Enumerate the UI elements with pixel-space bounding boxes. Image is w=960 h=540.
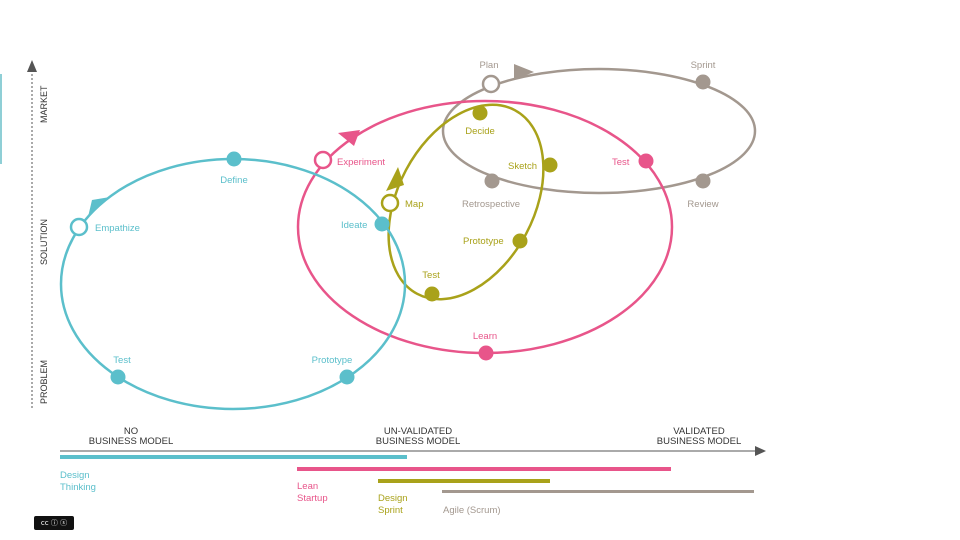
dt-arrow-icon [88, 197, 110, 217]
lean-node-learn [478, 345, 494, 361]
sprint-stage-test: Test [422, 270, 440, 281]
dt-stage-test: Test [113, 355, 131, 366]
sprint-arrow-icon [386, 167, 404, 191]
legend-lean-startup-line2: Startup [297, 493, 328, 504]
x-label-unvalidated-line1: UN-VALIDATED [384, 426, 452, 437]
agile-stage-sprint: Sprint [691, 60, 716, 71]
x-axis: NO BUSINESS MODEL UN-VALIDATED BUSINESS … [60, 426, 766, 456]
y-axis-arrow-icon [27, 60, 37, 72]
lean-stage-learn: Learn [473, 331, 497, 342]
sprint-stage-sketch: Sketch [508, 161, 537, 172]
legend-design-sprint-line2: Sprint [378, 505, 403, 516]
y-label-market: MARKET [39, 85, 49, 123]
x-label-unvalidated-line2: BUSINESS MODEL [376, 436, 460, 447]
agile-stage-review: Review [687, 199, 718, 210]
lean-stage-experiment: Experiment [337, 157, 385, 168]
dt-stage-empathize: Empathize [95, 223, 140, 234]
agile-node-review [695, 173, 711, 189]
dt-stage-prototype: Prototype [312, 355, 353, 366]
dt-node-define [226, 151, 242, 167]
agile-node-retrospective [484, 173, 500, 189]
legend-lean-startup-line1: Lean [297, 481, 318, 492]
agile-start-node [481, 74, 501, 94]
design-thinking-cycle: Empathize Define Ideate Prototype Test [59, 151, 407, 411]
y-label-solution: SOLUTION [39, 219, 49, 265]
dt-stage-ideate: Ideate [341, 220, 367, 231]
x-label-no-line2: BUSINESS MODEL [89, 436, 173, 447]
sprint-start-node [380, 193, 400, 213]
agile-arrow-icon [514, 64, 534, 80]
dt-coverage-bar [60, 455, 407, 459]
lean-stage-test: Test [612, 157, 630, 168]
dt-node-test [110, 369, 126, 385]
dt-node-ideate [374, 216, 390, 232]
sprint-node-prototype [512, 233, 528, 249]
left-edge-tab [0, 74, 2, 164]
x-axis-arrow-icon [755, 446, 766, 456]
x-label-validated-line2: BUSINESS MODEL [657, 436, 741, 447]
x-label-validated-line1: VALIDATED [673, 426, 725, 437]
legend-design-thinking-line1: Design [60, 470, 90, 481]
sprint-stage-decide: Decide [465, 126, 495, 137]
license-fine-print [80, 518, 200, 528]
dt-stage-define: Define [220, 175, 247, 186]
lean-start-node [313, 150, 333, 170]
coverage-legend: Design Thinking Lean Startup Design Spri… [60, 455, 754, 516]
legend-agile: Agile (Scrum) [443, 505, 501, 516]
sprint-node-test [424, 286, 440, 302]
sprint-node-sketch [542, 157, 558, 173]
sprint-coverage-bar [378, 479, 550, 483]
legend-design-sprint-line1: Design [378, 493, 408, 504]
agile-coverage-bar [442, 490, 754, 493]
design-sprint-cycle: Map Decide Sketch Prototype Test [380, 103, 558, 302]
x-label-no-line1: NO [124, 426, 138, 437]
lean-node-test [638, 153, 654, 169]
agile-node-sprint [695, 74, 711, 90]
dt-node-prototype [339, 369, 355, 385]
sprint-node-decide [472, 105, 488, 121]
dt-start-node [69, 217, 89, 237]
creative-commons-badge[interactable]: cc ⓘ ⓢ [34, 516, 74, 530]
agile-cycle: Plan Sprint Review Retrospective [441, 60, 757, 210]
agile-stage-plan: Plan [479, 60, 498, 71]
y-label-problem: PROBLEM [39, 360, 49, 404]
sprint-stage-prototype: Prototype [463, 236, 504, 247]
agile-stage-retrospective: Retrospective [462, 199, 520, 210]
lean-coverage-bar [297, 467, 671, 471]
y-axis: MARKET SOLUTION PROBLEM [27, 60, 49, 410]
legend-design-thinking-line2: Thinking [60, 482, 96, 493]
lean-startup-cycle: Experiment Test Learn [296, 99, 674, 361]
lean-arrow-icon [338, 130, 360, 146]
sprint-stage-map: Map [405, 199, 423, 210]
